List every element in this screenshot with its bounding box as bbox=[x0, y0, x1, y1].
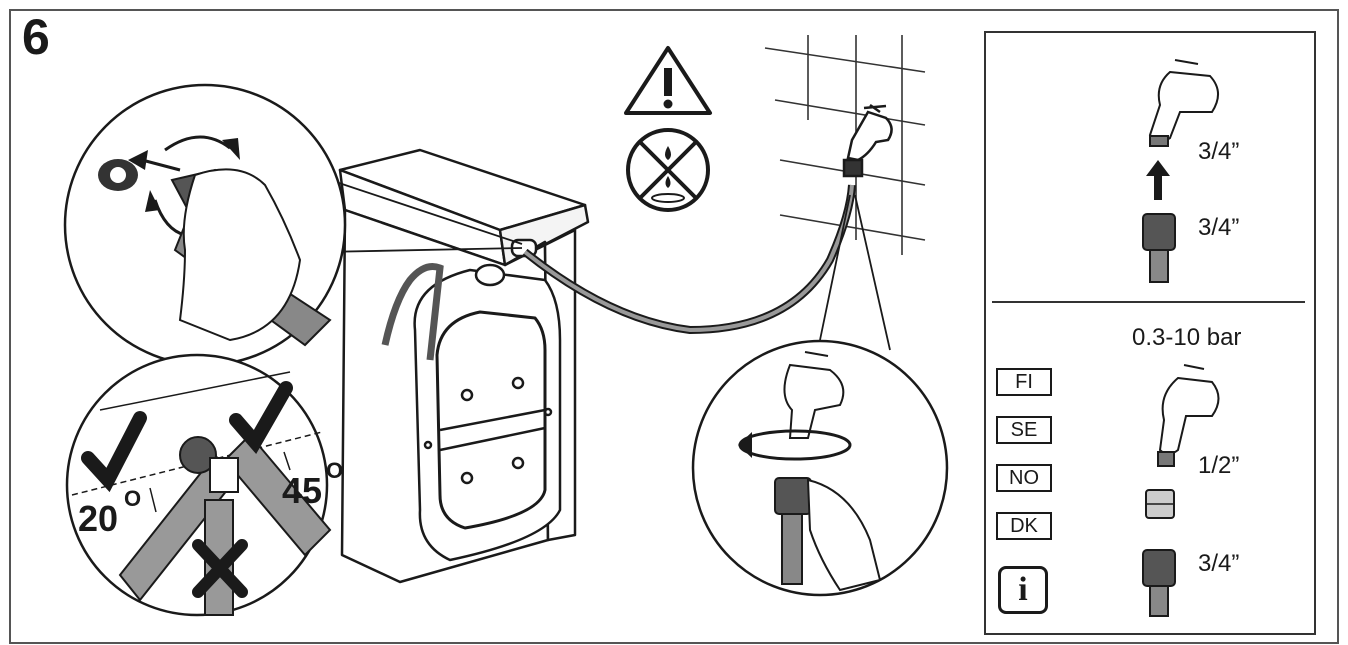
washing-machine bbox=[338, 148, 590, 584]
hose-thread-size-bottom: 3/4” bbox=[1198, 550, 1240, 577]
cross-mark-icon bbox=[192, 539, 248, 598]
water-pressure-range: 0.3-10 bar bbox=[1132, 324, 1242, 351]
angle-right-label: 45 bbox=[282, 470, 323, 511]
country-code-se: SE bbox=[996, 416, 1052, 444]
country-code-dk: DK bbox=[996, 512, 1052, 540]
check-mark-icon bbox=[81, 411, 147, 493]
country-code-fi: FI bbox=[996, 368, 1052, 396]
frame bbox=[9, 9, 1339, 644]
tap-thread-size-bottom: 1/2” bbox=[1198, 452, 1240, 479]
tap-thread-size-top: 3/4” bbox=[1198, 138, 1240, 165]
degree-symbol-right: O bbox=[326, 458, 344, 483]
rotate-arrow-icon bbox=[164, 135, 231, 152]
hose-nut-top bbox=[1142, 213, 1176, 283]
thread-adapter bbox=[1145, 489, 1175, 519]
check-mark-icon bbox=[229, 381, 293, 455]
no-water-leak-icon bbox=[626, 128, 710, 212]
wall-tiles bbox=[764, 35, 926, 255]
hose-nut-bottom bbox=[1142, 549, 1176, 617]
degree-symbol-left: O bbox=[124, 486, 142, 511]
up-arrow-icon bbox=[1146, 160, 1170, 200]
zoom-circle-unscrew bbox=[63, 83, 347, 367]
spec-tap-top bbox=[1148, 59, 1219, 147]
callout-lines bbox=[321, 179, 891, 351]
hose-thread-size-top: 3/4” bbox=[1198, 214, 1240, 241]
info-icon: i bbox=[998, 566, 1048, 614]
zoom-circle-tighten bbox=[691, 339, 949, 597]
angle-left-label: 20 bbox=[78, 498, 119, 539]
warning-triangle-icon bbox=[624, 46, 712, 115]
zoom-circle-angles bbox=[65, 353, 332, 617]
wall-tap bbox=[842, 103, 893, 178]
spec-tap-bottom bbox=[1157, 364, 1220, 467]
country-code-no: NO bbox=[996, 464, 1052, 492]
step-number: 6 bbox=[22, 9, 50, 65]
drain-hose bbox=[381, 263, 444, 361]
